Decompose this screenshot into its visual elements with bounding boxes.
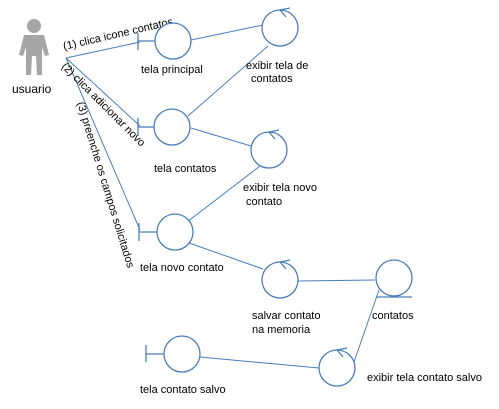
control-label-line1: exibir tela novo: [243, 182, 317, 194]
control-label-line2: contatos: [251, 73, 293, 85]
actor-label: usuario: [12, 82, 52, 96]
actor-person-icon: [19, 19, 49, 75]
link-tela-contatos-exibir-novo: [190, 127, 252, 147]
boundary-label: tela contato salvo: [140, 384, 226, 396]
control-icon: [261, 7, 299, 47]
boundary-tela-novo-contato: tela novo contato: [138, 213, 224, 274]
link-tela-salvo-exibir-salvo: [199, 356, 320, 369]
control-label-line2: contato: [246, 196, 282, 208]
boundary-icon: [137, 22, 192, 60]
control-icon: [250, 129, 288, 169]
link-exibir-novo-tela-novo: [186, 165, 261, 223]
entity-icon: [375, 259, 413, 298]
link-exibir-contatos-tela-contatos: [187, 45, 269, 117]
boundary-tela-principal: tela principal: [137, 22, 203, 76]
control-exibir-tela-novo-contato: exibir tela novo contato: [243, 129, 317, 208]
boundary-label: tela contatos: [154, 163, 217, 175]
control-exibir-tela-de-contatos: exibir tela de contatos: [246, 7, 308, 85]
link-tela-novo-salvar: [188, 242, 264, 270]
entity-contatos: contatos: [372, 259, 414, 322]
connectors: [65, 24, 380, 369]
entity-label: contatos: [372, 310, 414, 322]
control-salvar-contato-na-memoria: salvar contato na memoria: [252, 259, 320, 336]
link-tela-principal-exibir-contatos: [190, 24, 264, 41]
link-salvar-contatos: [297, 279, 376, 282]
link-contatos-exibir-salvo: [353, 289, 380, 363]
boundary-tela-contato-salvo: tela contato salvo: [140, 335, 226, 396]
link-actor-tela-novo-contato: [65, 57, 141, 231]
control-label-line1: salvar contato: [252, 310, 320, 322]
control-label-line2: na memoria: [252, 324, 311, 336]
link-actor-tela-contatos: [65, 57, 141, 127]
control-label: exibir tela contato salvo: [367, 372, 482, 384]
control-label-line1: exibir tela de: [246, 60, 308, 72]
boundary-icon: [137, 108, 191, 146]
actor-usuario: usuario: [12, 19, 52, 96]
control-icon: [261, 259, 299, 299]
boundary-icon: [145, 335, 201, 373]
boundary-icon: [138, 213, 194, 251]
control-icon: [318, 347, 356, 387]
boundary-tela-contatos: tela contatos: [137, 108, 217, 175]
control-exibir-tela-contato-salvo: exibir tela contato salvo: [318, 347, 482, 387]
link-actor-tela-principal: [65, 41, 141, 59]
message-label-2: (2) clica adicionar novo: [59, 61, 147, 149]
boundary-label: tela principal: [141, 64, 203, 76]
boundary-label: tela novo contato: [140, 262, 224, 274]
